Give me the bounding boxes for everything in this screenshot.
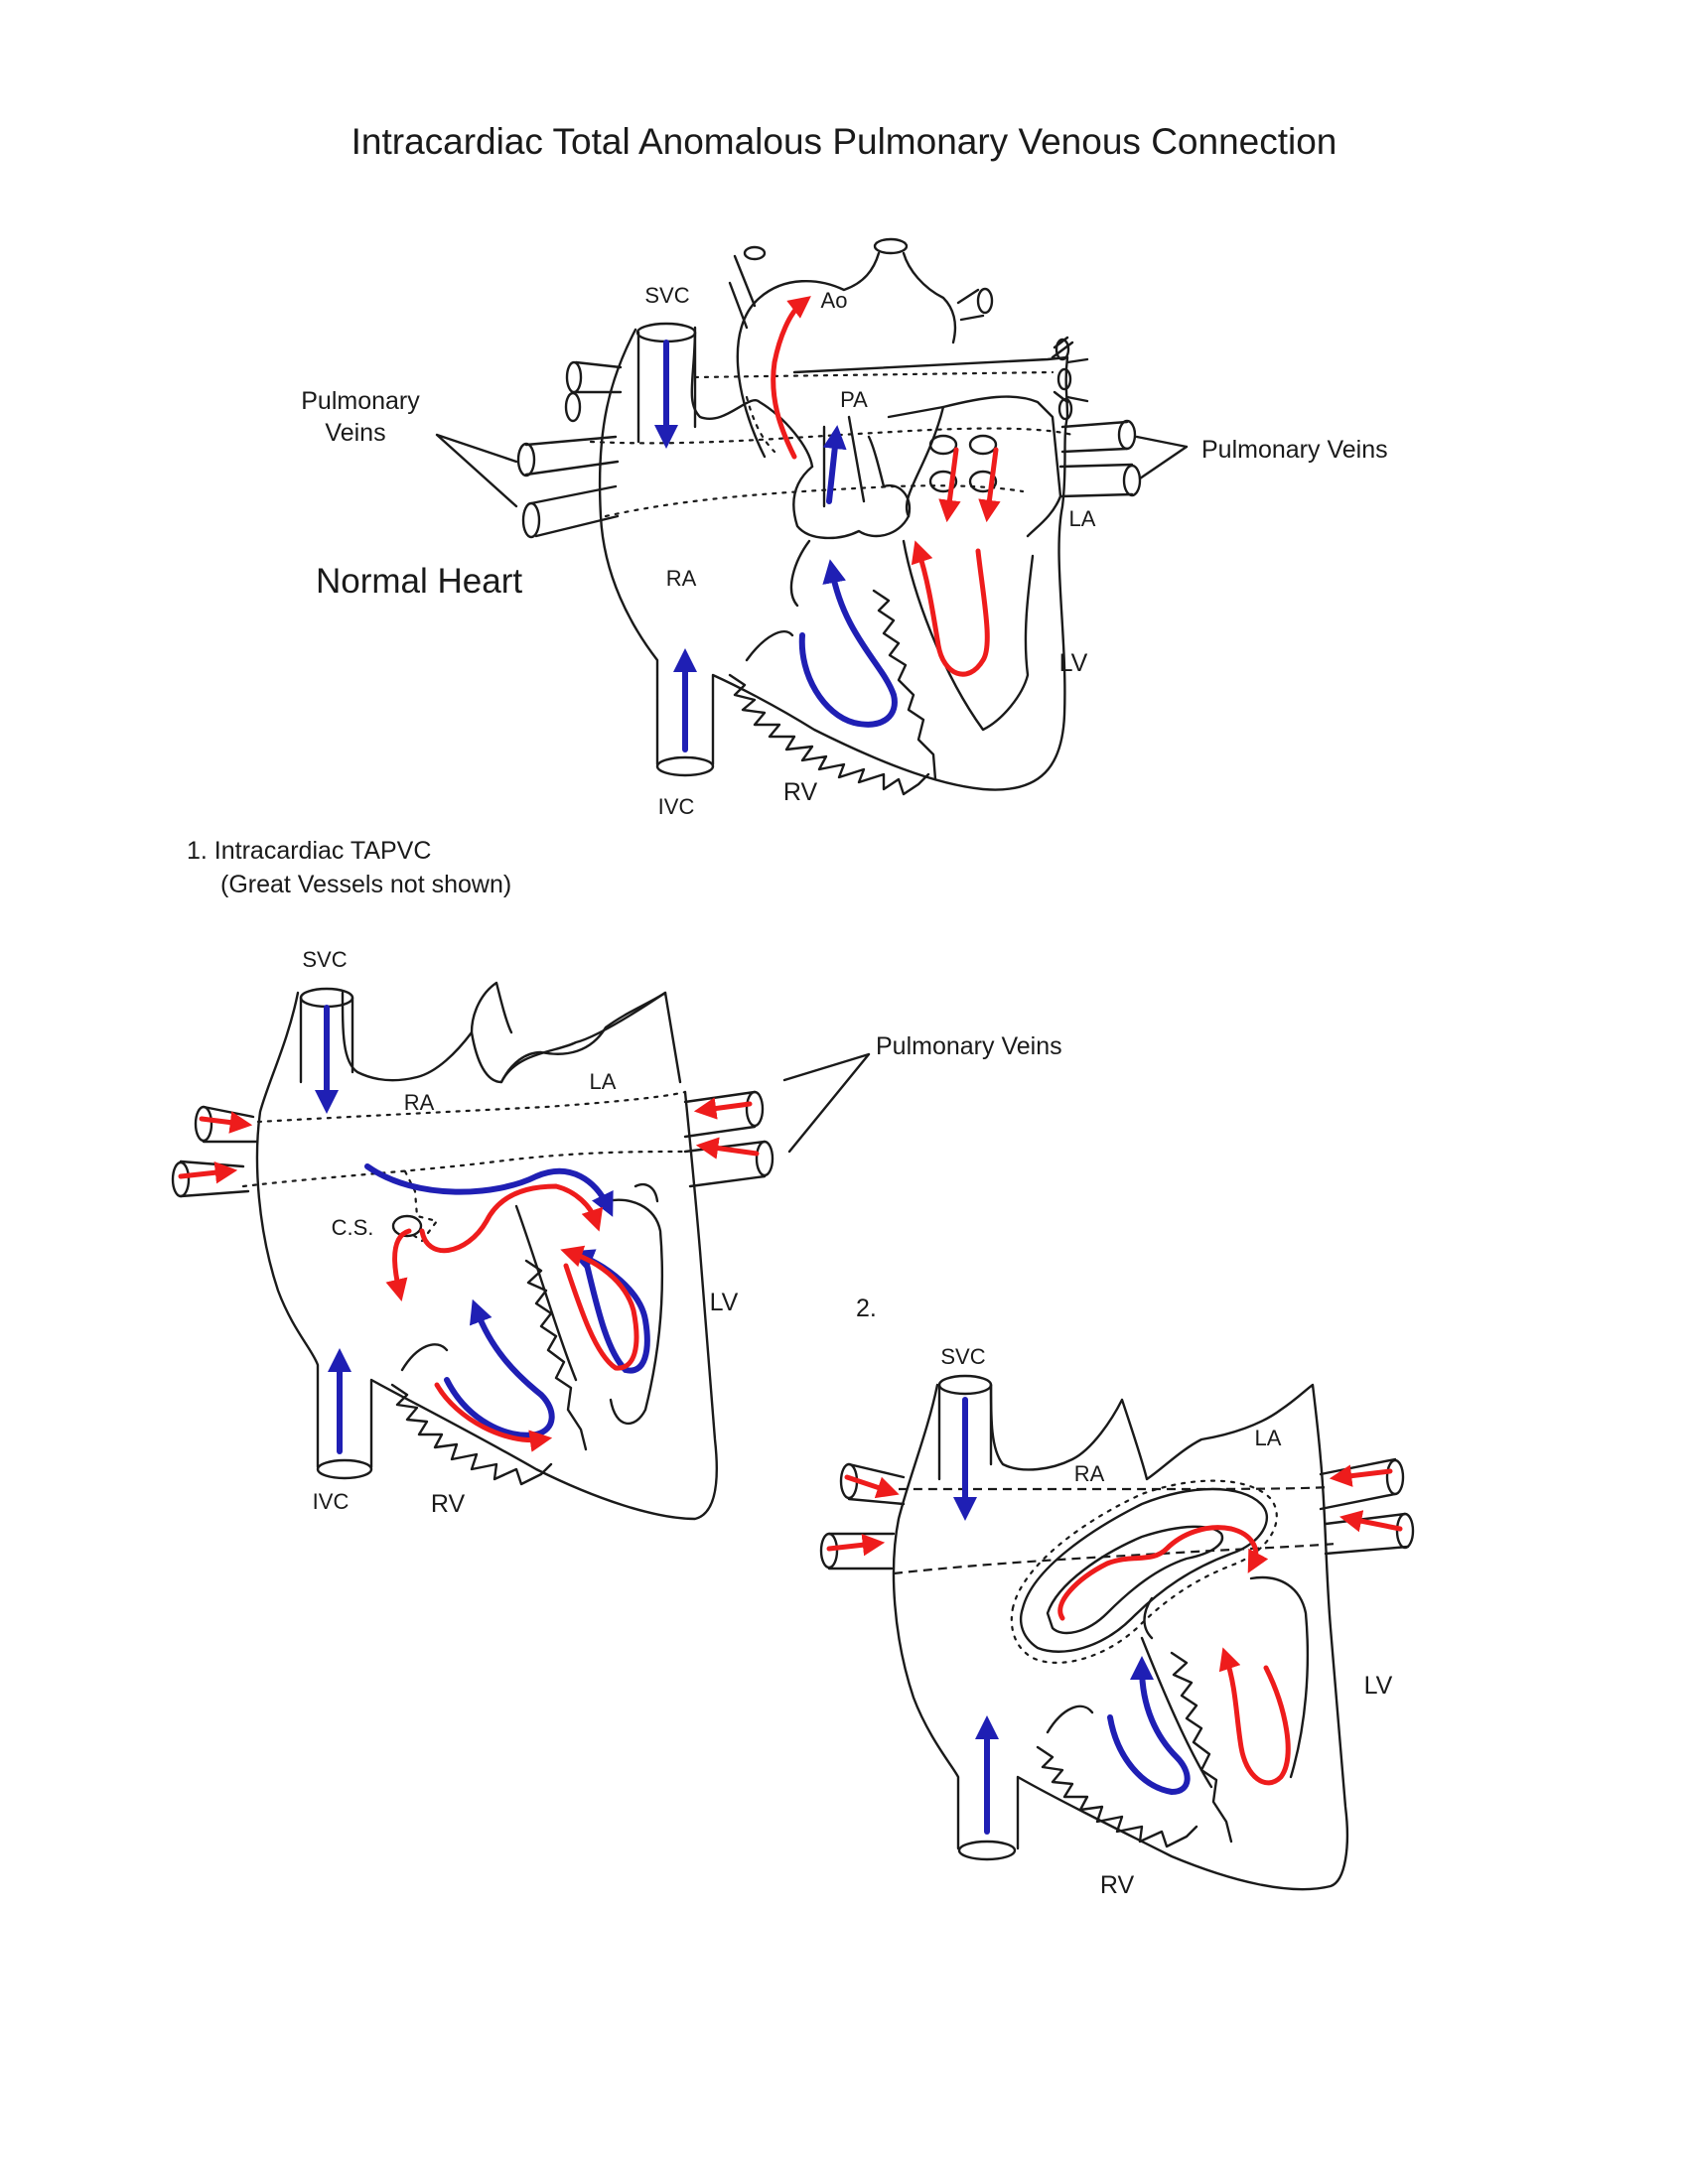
tapvc2-pv-left-flow-1	[844, 1474, 900, 1499]
pv-ostium-1	[928, 434, 958, 456]
normal-ao-label: Ao	[821, 288, 848, 313]
normal-pa-flow-arrow	[822, 425, 847, 504]
tapvc2-baffle-hatching	[1010, 1479, 1278, 1664]
tapvc1-ra-label: RA	[404, 1090, 435, 1115]
normal-la-flow-arrow-1	[938, 447, 961, 523]
normal-rv-label: RV	[783, 778, 818, 806]
tapvc1-dotted-upper	[256, 1090, 687, 1124]
normal-dotted-upper	[589, 427, 1074, 445]
tapvc2-baffle-flow-arrow	[1057, 1525, 1269, 1621]
tapvc1-ra-mixing-flow-arrow	[364, 1163, 614, 1217]
aorta-outline	[728, 251, 1074, 459]
left-atrium-outline	[887, 395, 1062, 538]
tapvc1-cs-to-la-flow-arrow	[419, 1183, 604, 1254]
right-pulmonary-veins	[1053, 336, 1142, 498]
pulmonary-veins-right-leaders	[1135, 435, 1189, 480]
normal-pa-label: PA	[840, 387, 868, 412]
tapvc1-pulmonary-veins-leaders	[782, 1052, 871, 1154]
normal-aorta-flow-arrow	[771, 296, 811, 460]
tapvc1-svc-label: SVC	[302, 947, 347, 972]
tricuspid-valve-leaflets	[728, 589, 937, 796]
page-title: Intracardiac Total Anomalous Pulmonary V…	[351, 121, 1337, 162]
tapvc1-heading-line2: (Great Vessels not shown)	[220, 871, 511, 898]
tapvc1-heading-line1: 1. Intracardiac TAPVC	[187, 837, 431, 865]
tapvc1-la-appendage	[470, 981, 667, 1084]
aortic-branch-1	[743, 245, 767, 261]
tapvc2-lv-flow-arrow	[1218, 1647, 1291, 1786]
normal-svc-label: SVC	[644, 283, 689, 308]
tapvc2-dashed-upper	[899, 1485, 1332, 1491]
tapvc1-rv-label: RV	[431, 1490, 466, 1518]
tapvc1-pulmonary-veins-label: Pulmonary Veins	[876, 1032, 1062, 1060]
tapvc2-rv-flow-arrow	[1107, 1656, 1191, 1796]
tapvc2-heading: 2.	[856, 1295, 877, 1322]
normal-la-flow-arrow-2	[978, 447, 1001, 523]
normal-dotted-lower	[604, 484, 1025, 518]
tapvc2-pv-right-flow-1	[1329, 1464, 1393, 1487]
tapvc2-svc	[937, 1374, 993, 1481]
tapvc2-heart-outline	[892, 1383, 1349, 1891]
normal-pulmonary-veins-left-label-line1: Pulmonary	[301, 387, 420, 415]
tapvc1-ivc	[316, 1458, 373, 1480]
tapvc2-dashed-lower	[893, 1542, 1336, 1575]
normal-dotted-top	[693, 370, 1055, 379]
tapvc1-rv-red-flow-arrow	[434, 1382, 553, 1452]
normal-pulmonary-veins-left-label-line2: Veins	[325, 419, 385, 447]
tapvc2-ivc	[957, 1840, 1017, 1861]
normal-heart-diagram: SVC Ao PA RA LA LV RV IVC Pulmonary Vein…	[301, 237, 1388, 819]
normal-rv-flow-arrow	[798, 559, 898, 728]
left-pulmonary-veins	[516, 360, 623, 539]
tapvc2-valve-leaflets	[1036, 1651, 1233, 1848]
tapvc1-coronary-sinus-ostium	[391, 1214, 423, 1238]
tapvc1-pv-right-flow-2	[695, 1137, 760, 1160]
aortic-branch-2	[873, 237, 909, 255]
tapvc1-left-pulmonary-veins	[171, 1105, 258, 1198]
normal-ivc-label: IVC	[658, 794, 695, 819]
aortic-branch-3	[976, 287, 994, 315]
normal-la-label: LA	[1069, 506, 1096, 531]
tapvc2-right-pulmonary-veins	[1319, 1457, 1415, 1556]
tapvc1-pv-right-flow-1	[693, 1097, 753, 1120]
tapvc1-cs-to-ra-flow-arrow	[385, 1228, 412, 1301]
normal-ivc	[655, 755, 715, 777]
normal-heart-heading: Normal Heart	[316, 562, 522, 601]
tapvc1-la-label: LA	[590, 1069, 617, 1094]
tapvc2-baffle-patch	[1019, 1487, 1269, 1653]
tapvc1-lv-red-flow-arrow	[560, 1245, 639, 1371]
tapvc2-lv-label: LV	[1364, 1672, 1393, 1700]
normal-ra-label: RA	[666, 566, 697, 591]
tapvc1-valve-leaflets	[390, 1259, 588, 1486]
tapvc2-baffle-inner	[1046, 1525, 1224, 1635]
tapvc2-left-pulmonary-veins	[819, 1462, 906, 1570]
tapvc-panel-1: 1. Intracardiac TAPVC (Great Vessels not…	[171, 837, 1062, 1521]
tapvc2-rv-label: RV	[1100, 1871, 1135, 1899]
pv-ostium-4	[968, 470, 998, 493]
normal-lv-label: LV	[1059, 649, 1088, 677]
tapvc1-lv-label: LV	[710, 1289, 739, 1316]
tapvc1-right-pulmonary-veins	[683, 1090, 774, 1188]
pv-ostium-3	[928, 470, 958, 493]
tapvc1-ventricle-internals	[514, 1182, 664, 1426]
tapvc2-ra-label: RA	[1074, 1461, 1105, 1486]
ventricle-septum	[789, 539, 1035, 732]
pv-ostium-2	[968, 434, 998, 456]
tapvc1-rv-flow-arrow	[444, 1298, 555, 1438]
tapvc1-ivc-label: IVC	[313, 1489, 350, 1514]
tapvc2-pv-left-flow-2	[826, 1534, 886, 1557]
tapvc2-svc-label: SVC	[940, 1344, 985, 1369]
tapvc1-lv-blue-flow-arrow	[569, 1249, 650, 1374]
tapvc1-pv-left-flow-1	[199, 1111, 253, 1134]
tapvc2-pv-right-flow-2	[1338, 1510, 1403, 1533]
pulmonary-veins-left-leaders	[435, 433, 518, 508]
normal-lv-flow-arrow	[911, 540, 990, 677]
tapvc1-cs-label: C.S.	[332, 1215, 374, 1240]
tapvc1-dotted-lower	[241, 1150, 687, 1188]
normal-pulmonary-veins-right-label: Pulmonary Veins	[1201, 436, 1388, 464]
tapvc1-pv-left-flow-2	[178, 1161, 238, 1184]
tapvc2-la-label: LA	[1255, 1426, 1282, 1450]
tapvc2-ventricle-internals	[1140, 1575, 1310, 1789]
tapvc-panel-2: 2.	[819, 1295, 1415, 1899]
